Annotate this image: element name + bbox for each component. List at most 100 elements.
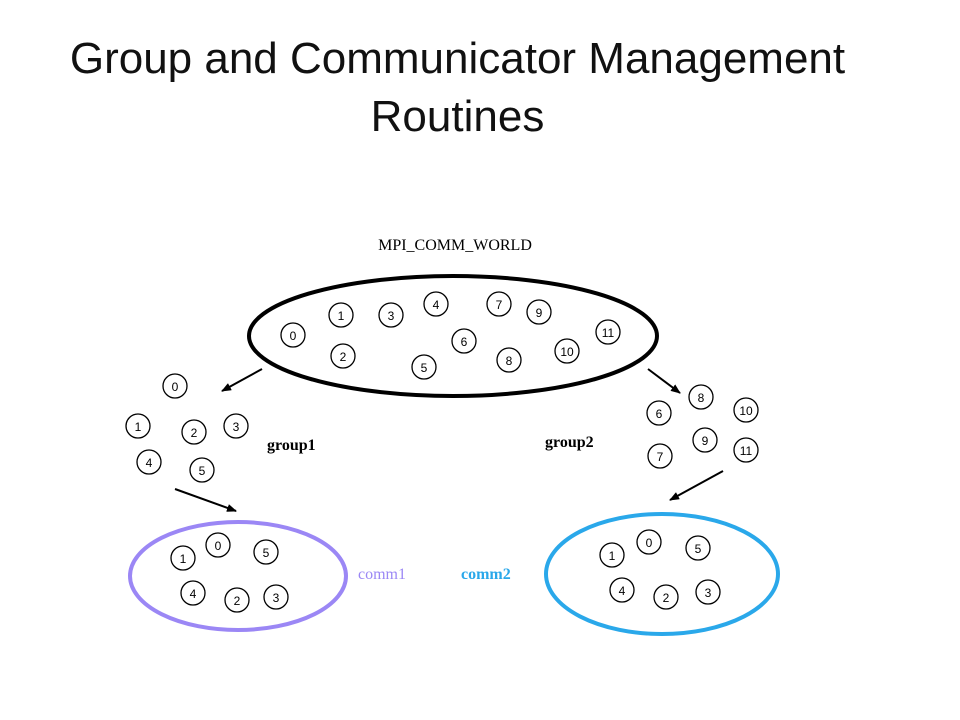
- world-node-1: 1: [328, 302, 354, 328]
- world-node-11: 11: [595, 319, 621, 345]
- group1-node-circle: [189, 457, 215, 483]
- world-node-0: 0: [280, 322, 306, 348]
- world-node-4: 4: [423, 291, 449, 317]
- group2-node-circle: [646, 400, 672, 426]
- world-node-5: 5: [411, 354, 437, 380]
- world-to-group1-arrow: [221, 368, 263, 392]
- comm2-node-circle: [636, 529, 662, 555]
- group2-node-6: 6: [646, 400, 672, 426]
- group2-node-7: 7: [647, 443, 673, 469]
- comm2-node-label: 3: [705, 586, 712, 600]
- group1-node-label: 3: [233, 420, 240, 434]
- slide-title-line-1: Group and Communicator Management: [69, 34, 846, 83]
- world-node-circle: [526, 299, 552, 325]
- group1-node-2: 2: [181, 419, 207, 445]
- comm2-node-label: 5: [695, 542, 702, 556]
- group2-node-circle: [733, 437, 759, 463]
- comm1-node-2: 2: [224, 587, 250, 613]
- comm1-node-label: 5: [263, 546, 270, 560]
- comm2-node-1: 1: [599, 542, 625, 568]
- group2-to-comm2-arrow: [669, 470, 724, 501]
- group1-node-4: 4: [136, 449, 162, 475]
- comm2-label: comm2: [461, 566, 511, 583]
- world-node-label: 4: [433, 298, 440, 312]
- world-node-9: 9: [526, 299, 552, 325]
- group2-node-10: 10: [733, 397, 759, 423]
- group2-node-label: 9: [702, 434, 709, 448]
- group1-node-label: 5: [199, 464, 206, 478]
- comm1-node-label: 0: [215, 539, 222, 553]
- world-node-label: 1: [338, 309, 345, 323]
- comm1-node-label: 1: [180, 552, 187, 566]
- world-node-circle: [423, 291, 449, 317]
- comm2-node-label: 0: [646, 536, 653, 550]
- comm1-node-1: 1: [170, 545, 196, 571]
- world-node-label: 0: [290, 329, 297, 343]
- group2-processes: 6 7 8 9 10 11: [646, 384, 759, 469]
- world-node-8: 8: [496, 347, 522, 373]
- group1-processes: 0 1 2 3 4 5: [125, 373, 249, 483]
- comm1-node-circle: [205, 532, 231, 558]
- comm2-node-5: 5: [685, 535, 711, 561]
- comm2-node-circle: [653, 584, 679, 610]
- group2-node-9: 9: [692, 427, 718, 453]
- world-node-circle: [595, 319, 621, 345]
- world-node-label: 10: [560, 345, 574, 359]
- comm1-node-circle: [180, 580, 206, 606]
- comm1-node-label: 3: [273, 591, 280, 605]
- world-node-label: 5: [421, 361, 428, 375]
- slide-title-line-2: Routines: [370, 92, 545, 141]
- world-node-label: 7: [496, 298, 503, 312]
- group1-node-label: 2: [191, 426, 198, 440]
- comm1-node-0: 0: [205, 532, 231, 558]
- comm1-label: comm1: [358, 566, 406, 583]
- comm1-node-circle: [224, 587, 250, 613]
- world-node-10: 10: [554, 338, 580, 364]
- world-node-label: 2: [340, 350, 347, 364]
- group2-node-label: 11: [740, 444, 753, 458]
- group2-node-circle: [688, 384, 714, 410]
- comm2-node-3: 3: [695, 579, 721, 605]
- world-node-circle: [280, 322, 306, 348]
- world-node-circle: [328, 302, 354, 328]
- comm1-node-circle: [170, 545, 196, 571]
- comm1-node-label: 4: [190, 587, 197, 601]
- group1-node-0: 0: [162, 373, 188, 399]
- group2-label: group2: [545, 434, 594, 451]
- comm1-node-label: 2: [234, 594, 241, 608]
- group1-node-label: 1: [135, 420, 142, 434]
- comm2-node-circle: [609, 577, 635, 603]
- world-node-6: 6: [451, 328, 477, 354]
- comm2-ranks: 0 1 2 3 4 5: [599, 529, 721, 610]
- comm2-node-label: 2: [663, 591, 670, 605]
- comm1-node-4: 4: [180, 580, 206, 606]
- comm1-ellipse: [128, 520, 348, 632]
- comm2-node-label: 4: [619, 584, 626, 598]
- world-node-circle: [411, 354, 437, 380]
- world-node-label: 9: [536, 306, 543, 320]
- slide-title: Group and Communicator Management Routin…: [0, 30, 915, 146]
- comm1-node-circle: [253, 539, 279, 565]
- group1-label: group1: [267, 437, 316, 454]
- comm2-node-circle: [695, 579, 721, 605]
- group1-node-label: 4: [146, 456, 153, 470]
- group1-node-circle: [125, 413, 151, 439]
- comm2-node-circle: [599, 542, 625, 568]
- comm2-node-circle: [685, 535, 711, 561]
- group1-node-circle: [223, 413, 249, 439]
- world-node-circle: [378, 302, 404, 328]
- world-node-circle: [554, 338, 580, 364]
- world-node-label: 11: [602, 326, 615, 340]
- group2-node-circle: [692, 427, 718, 453]
- group2-node-8: 8: [688, 384, 714, 410]
- group1-node-circle: [181, 419, 207, 445]
- group1-node-circle: [136, 449, 162, 475]
- world-to-group2-arrow: [647, 368, 681, 394]
- comm2-node-0: 0: [636, 529, 662, 555]
- comm1-node-5: 5: [253, 539, 279, 565]
- group1-node-3: 3: [223, 413, 249, 439]
- group1-node-label: 0: [172, 380, 179, 394]
- world-node-7: 7: [486, 291, 512, 317]
